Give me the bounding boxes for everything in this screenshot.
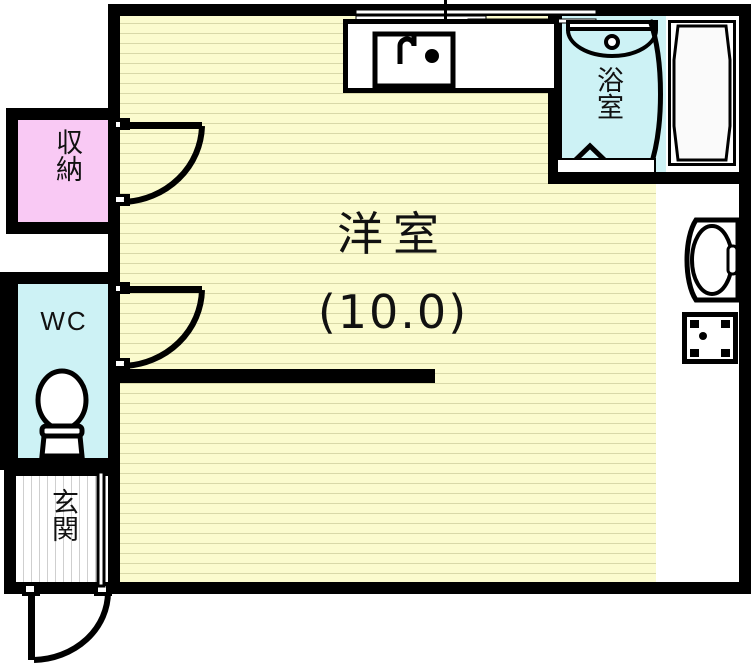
closet-label: 収納 <box>51 128 82 182</box>
washer-icon <box>684 217 741 303</box>
partition-counter-stub <box>118 369 435 383</box>
closet-floor <box>18 118 108 222</box>
wall-closet-top <box>6 108 120 120</box>
toilet-label: WC <box>40 306 88 336</box>
genkan-sliding-partition[interactable] <box>96 470 112 588</box>
wall-bottom-outer <box>108 582 751 594</box>
closet-swing-door[interactable] <box>112 118 208 206</box>
wall-gap-left <box>0 236 112 272</box>
wall-closet-bottom <box>6 222 120 234</box>
toilet-icon <box>35 368 89 459</box>
wall-left-main <box>108 4 120 594</box>
wc-swing-door[interactable] <box>112 282 208 370</box>
wall-closet-left <box>6 108 18 234</box>
wall-right-outer <box>739 4 751 594</box>
entrance-floor <box>16 474 104 586</box>
wall-genkan-top <box>4 466 120 476</box>
bathroom-label: 浴室 <box>592 66 623 120</box>
wall-genkan-left <box>4 466 16 594</box>
bathroom-folding-door[interactable] <box>640 18 668 170</box>
main-room-label: 洋室 <box>337 207 449 261</box>
sink-icon <box>343 19 559 93</box>
shower-fixture-icon <box>566 20 658 58</box>
entrance-swing-door[interactable] <box>22 582 122 663</box>
bathtub-icon <box>668 20 736 166</box>
main-room-area-label: (10.0) <box>317 285 469 339</box>
wall-wc-left <box>0 272 18 470</box>
wall-bathroom-bottom <box>548 172 751 184</box>
wall-wc-top <box>0 272 120 284</box>
entrance-label: 玄関 <box>47 488 78 542</box>
square-box-icon <box>682 312 738 364</box>
bathroom-threshold <box>556 158 656 174</box>
